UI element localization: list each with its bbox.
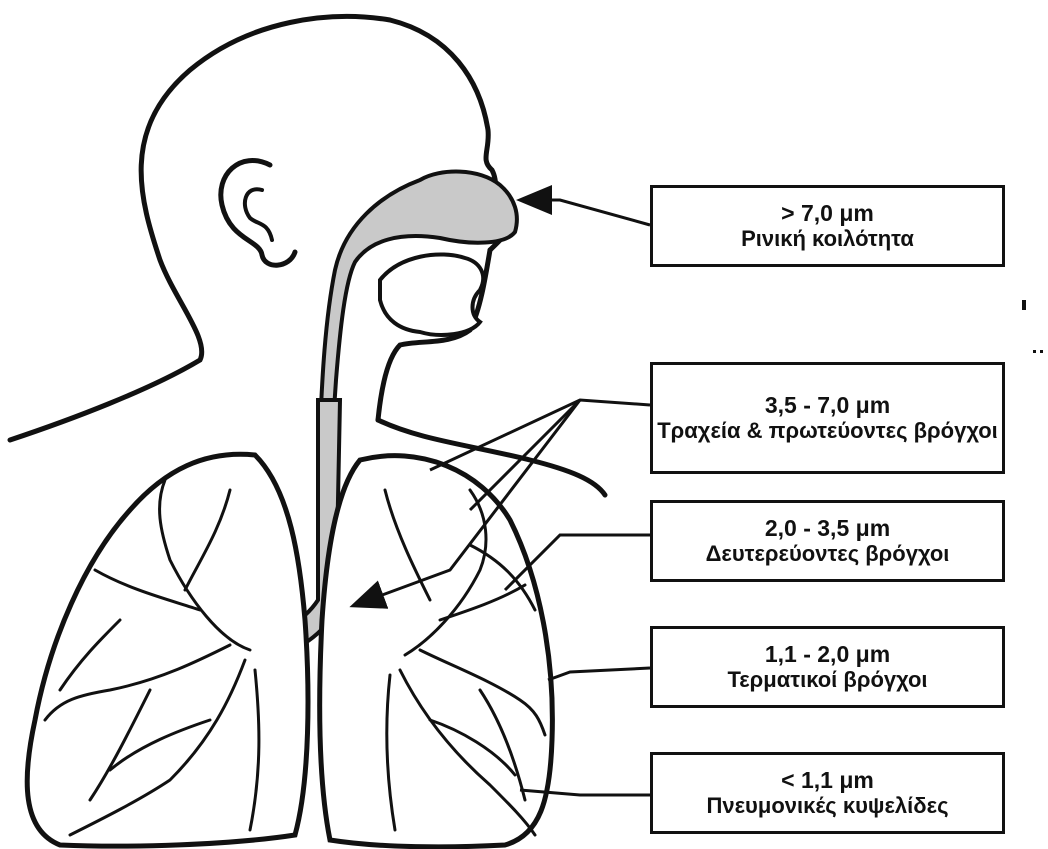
label-pulmonary-alveoli: < 1,1 μm Πνευμονικές κυψελίδες (650, 752, 1005, 834)
region-secondary: Δευτερεύοντες βρόγχοι (706, 542, 950, 566)
region-terminal: Τερματικοί βρόγχοι (727, 668, 927, 692)
particle-size-trachea: 3,5 - 7,0 μm (765, 393, 890, 418)
right-lung (320, 456, 553, 847)
label-nasal-cavity: > 7,0 μm Ρινική κοιλότητα (650, 185, 1005, 267)
particle-size-terminal: 1,1 - 2,0 μm (765, 642, 890, 667)
ear-outline (221, 161, 295, 266)
particle-size-alveoli: < 1,1 μm (781, 768, 874, 793)
left-lung (27, 454, 308, 846)
ear-inner (245, 189, 272, 240)
label-secondary-bronchi: 2,0 - 3,5 μm Δευτερεύοντες βρόγχοι (650, 500, 1005, 582)
particle-size-nasal: > 7,0 μm (781, 201, 874, 226)
particle-size-secondary: 2,0 - 3,5 μm (765, 516, 890, 541)
label-trachea-primary-bronchi: 3,5 - 7,0 μm Τραχεία & πρωτεύοντες βρόγχ… (650, 362, 1005, 474)
mouth-cavity (380, 254, 483, 334)
label-terminal-bronchi: 1,1 - 2,0 μm Τερματικοί βρόγχοι (650, 626, 1005, 708)
region-alveoli: Πνευμονικές κυψελίδες (706, 794, 948, 818)
region-trachea: Τραχεία & πρωτεύοντες βρόγχοι (657, 419, 998, 443)
stray-marks (1022, 300, 1043, 353)
region-nasal: Ρινική κοιλότητα (741, 227, 914, 251)
